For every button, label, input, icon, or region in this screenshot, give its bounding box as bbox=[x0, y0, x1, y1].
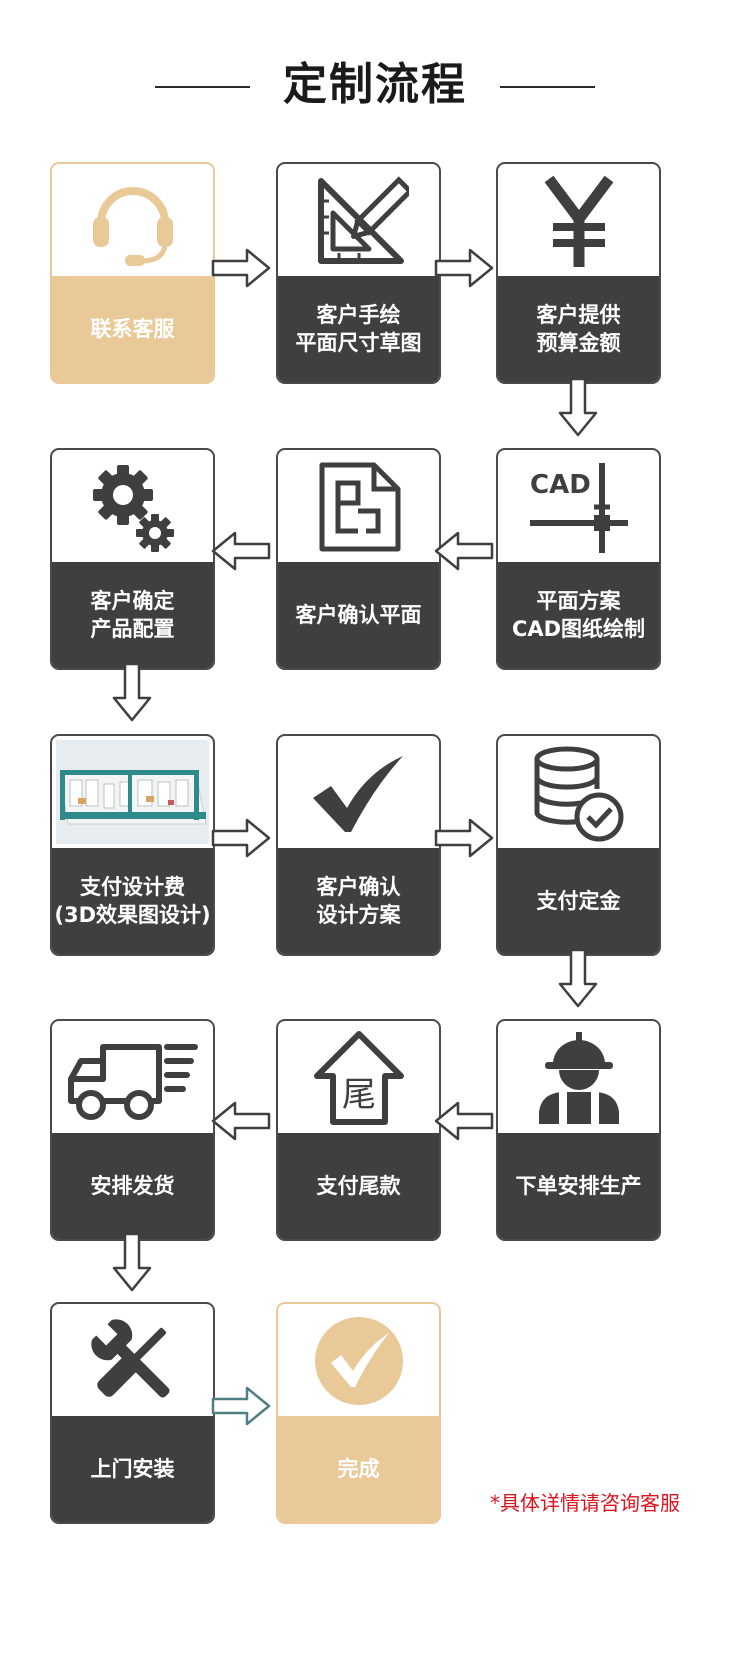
3d-rendering-image bbox=[56, 740, 209, 844]
step-card-8: 客户确认 设计方案 bbox=[276, 734, 441, 956]
delivery-truck-icon bbox=[52, 1021, 213, 1135]
arrow-right-1 bbox=[211, 248, 271, 288]
arrow-down-2 bbox=[112, 662, 152, 722]
check-circle-icon bbox=[278, 1304, 439, 1418]
arrow-down-1 bbox=[558, 377, 598, 437]
arrow-left-4 bbox=[211, 1101, 271, 1141]
yen-icon bbox=[498, 164, 659, 278]
tools-icon bbox=[52, 1304, 213, 1418]
step-card-4: CAD 平面方案 CAD图纸绘制 bbox=[496, 448, 661, 670]
step-card-12: 安排发货 bbox=[50, 1019, 215, 1241]
step-card-2: 客户手绘 平面尺寸草图 bbox=[276, 162, 441, 384]
step-card-1: 联系客服 bbox=[50, 162, 215, 384]
title-divider-left bbox=[155, 86, 250, 88]
step-label: 客户确定 产品配置 bbox=[52, 562, 213, 668]
arrow-right-4 bbox=[434, 818, 494, 858]
step-label: 客户确认 设计方案 bbox=[278, 848, 439, 954]
floor-plan-icon bbox=[278, 450, 439, 564]
contact-note: *具体详情请咨询客服 bbox=[490, 1491, 680, 1515]
arrow-left-3 bbox=[434, 1101, 494, 1141]
svg-text:CAD: CAD bbox=[530, 470, 591, 500]
step-label: 支付设计费 (3D效果图设计) bbox=[52, 848, 213, 954]
step-card-3: 客户提供 预算金额 bbox=[496, 162, 661, 384]
house-tail-icon: 尾 bbox=[278, 1021, 439, 1135]
step-label: 联系客服 bbox=[52, 276, 213, 382]
step-label: 客户提供 预算金额 bbox=[498, 276, 659, 382]
arrow-left-2 bbox=[211, 531, 271, 571]
cad-icon: CAD bbox=[498, 450, 659, 564]
arrow-right-2 bbox=[434, 248, 494, 288]
step-card-10: 下单安排生产 bbox=[496, 1019, 661, 1241]
arrow-right-3 bbox=[211, 818, 271, 858]
database-check-icon bbox=[498, 736, 659, 850]
title-divider-right bbox=[500, 86, 595, 88]
step-card-6: 客户确定 产品配置 bbox=[50, 448, 215, 670]
step-label: 下单安排生产 bbox=[498, 1133, 659, 1239]
step-card-9: 支付定金 bbox=[496, 734, 661, 956]
arrow-down-4 bbox=[112, 1232, 152, 1292]
step-card-14: 完成 bbox=[276, 1302, 441, 1524]
arrow-left-1 bbox=[434, 531, 494, 571]
arrow-right-5 bbox=[211, 1386, 271, 1426]
checkmark-icon bbox=[278, 736, 439, 850]
step-card-7: 支付设计费 (3D效果图设计) bbox=[50, 734, 215, 956]
step-card-11: 尾 支付尾款 bbox=[276, 1019, 441, 1241]
headset-icon bbox=[52, 164, 213, 278]
step-label: 支付定金 bbox=[498, 848, 659, 954]
step-label: 完成 bbox=[278, 1416, 439, 1522]
step-label: 上门安装 bbox=[52, 1416, 213, 1522]
step-card-5: 客户确认平面 bbox=[276, 448, 441, 670]
svg-text:尾: 尾 bbox=[342, 1075, 376, 1115]
step-label: 客户确认平面 bbox=[278, 562, 439, 668]
step-card-13: 上门安装 bbox=[50, 1302, 215, 1524]
step-label: 平面方案 CAD图纸绘制 bbox=[498, 562, 659, 668]
page-title: 定制流程 bbox=[283, 59, 467, 110]
step-label: 客户手绘 平面尺寸草图 bbox=[278, 276, 439, 382]
arrow-down-3 bbox=[558, 948, 598, 1008]
title-block: 定制流程 bbox=[0, 50, 750, 120]
gears-icon bbox=[52, 450, 213, 564]
worker-icon bbox=[498, 1021, 659, 1135]
step-label: 支付尾款 bbox=[278, 1133, 439, 1239]
drafting-triangle-icon bbox=[278, 164, 439, 278]
step-label: 安排发货 bbox=[52, 1133, 213, 1239]
